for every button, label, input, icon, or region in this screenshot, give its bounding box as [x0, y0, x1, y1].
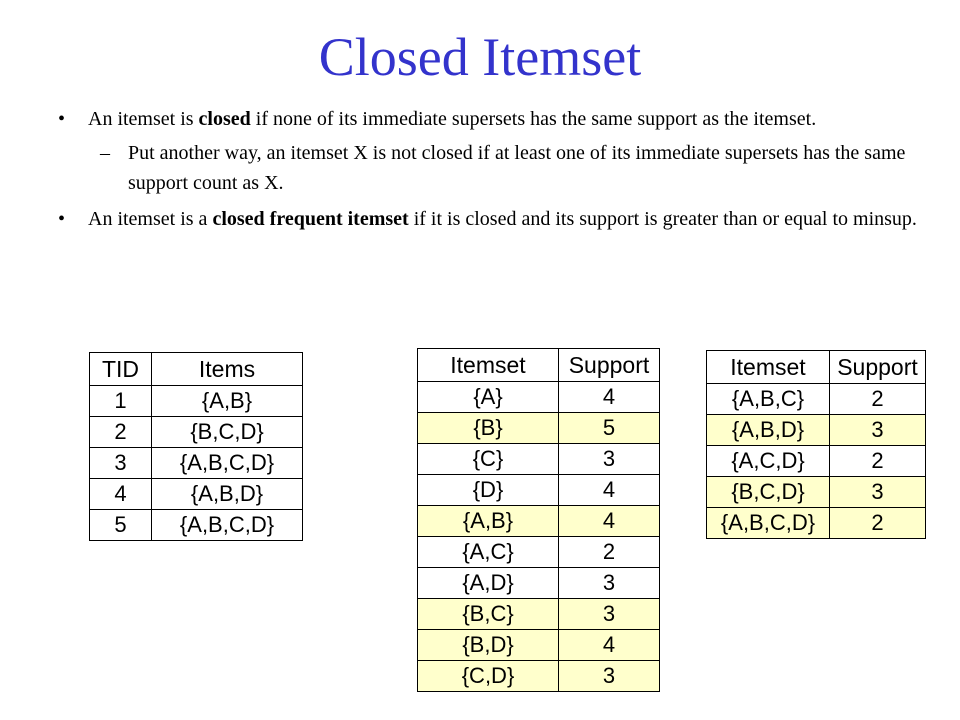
support-cell: 3 — [558, 443, 660, 475]
itemset-cell: {A,B,C,D} — [706, 507, 830, 539]
support-cell: 4 — [558, 381, 660, 413]
items-cell: {A,B,C,D} — [151, 509, 303, 541]
table-row: {B,C}3 — [417, 598, 660, 630]
bullet-closed-definition: •An itemset is closed if none of its imm… — [50, 104, 930, 134]
tid-cell: 2 — [89, 416, 152, 448]
itemset-cell: {A,B,C} — [706, 383, 830, 415]
table-row: {A,B}4 — [417, 505, 660, 537]
support-cell: 4 — [558, 629, 660, 661]
itemset-cell: {A,C,D} — [706, 445, 830, 477]
table-row: {A,D}3 — [417, 567, 660, 599]
support-cell: 3 — [829, 414, 926, 446]
table-row: {A,C}2 — [417, 536, 660, 568]
support-cell: 2 — [829, 445, 926, 477]
itemset-support-table-large: Itemset Support {A,B,C}2{A,B,D}3{A,C,D}2… — [706, 350, 926, 539]
bullet-icon: • — [58, 208, 66, 230]
table-row: {A,C,D}2 — [706, 445, 926, 477]
itemset-cell: {A,C} — [417, 536, 559, 568]
items-cell: {A,B,D} — [151, 478, 303, 510]
table-row: {A,B,D}3 — [706, 414, 926, 446]
sub-bullet-alternative: –Put another way, an itemset X is not cl… — [50, 138, 930, 198]
tid-cell: 5 — [89, 509, 152, 541]
slide-title: Closed Itemset — [318, 27, 642, 87]
support-cell: 2 — [558, 536, 660, 568]
table-row: {A,B,C,D}2 — [706, 507, 926, 539]
tid-cell: 1 — [89, 385, 152, 417]
support-cell: 3 — [829, 476, 926, 508]
itemset-cell: {A,D} — [417, 567, 559, 599]
table-row: 2{B,C,D} — [89, 416, 303, 448]
itemset-cell: {D} — [417, 474, 559, 506]
bullet-closed-frequent-definition: •An itemset is a closed frequent itemset… — [50, 204, 930, 234]
support-cell: 5 — [558, 412, 660, 444]
table-row: 3{A,B,C,D} — [89, 447, 303, 479]
column-header-support: Support — [829, 350, 926, 384]
itemset-cell: {B} — [417, 412, 559, 444]
table-row: {B,C,D}3 — [706, 476, 926, 508]
table-row: {C}3 — [417, 443, 660, 475]
dash-icon: – — [100, 142, 110, 164]
support-cell: 2 — [829, 383, 926, 415]
table-row: {A,B,C}2 — [706, 383, 926, 415]
itemset-cell: {C,D} — [417, 660, 559, 692]
support-cell: 3 — [558, 567, 660, 599]
table-row: {B}5 — [417, 412, 660, 444]
itemset-cell: {B,D} — [417, 629, 559, 661]
table-row: 5{A,B,C,D} — [89, 509, 303, 541]
table-row: {B,D}4 — [417, 629, 660, 661]
itemset-cell: {A} — [417, 381, 559, 413]
support-cell: 4 — [558, 505, 660, 537]
table-row: {C,D}3 — [417, 660, 660, 692]
tid-cell: 3 — [89, 447, 152, 479]
itemset-cell: {A,B,D} — [706, 414, 830, 446]
support-cell: 3 — [558, 660, 660, 692]
table-row: {D}4 — [417, 474, 660, 506]
support-cell: 3 — [558, 598, 660, 630]
column-header-itemset: Itemset — [417, 348, 559, 382]
table-row: 1{A,B} — [89, 385, 303, 417]
column-header-tid: TID — [89, 352, 152, 386]
items-cell: {A,B} — [151, 385, 303, 417]
bullet-icon: • — [58, 108, 66, 130]
itemset-cell: {C} — [417, 443, 559, 475]
itemset-cell: {B,C} — [417, 598, 559, 630]
tid-cell: 4 — [89, 478, 152, 510]
support-cell: 2 — [829, 507, 926, 539]
column-header-items: Items — [151, 352, 303, 386]
table-row: {A}4 — [417, 381, 660, 413]
column-header-itemset: Itemset — [706, 350, 830, 384]
itemset-cell: {A,B} — [417, 505, 559, 537]
items-cell: {A,B,C,D} — [151, 447, 303, 479]
support-cell: 4 — [558, 474, 660, 506]
transactions-table: TID Items 1{A,B} 2{B,C,D} 3{A,B,C,D} 4{A… — [89, 352, 303, 541]
itemset-support-table-small: Itemset Support {A}4{B}5{C}3{D}4{A,B}4{A… — [417, 348, 660, 692]
column-header-support: Support — [558, 348, 660, 382]
term-closed: closed — [198, 108, 251, 130]
bullet-list: •An itemset is closed if none of its imm… — [50, 104, 930, 234]
items-cell: {B,C,D} — [151, 416, 303, 448]
itemset-cell: {B,C,D} — [706, 476, 830, 508]
table-row: 4{A,B,D} — [89, 478, 303, 510]
term-closed-frequent-itemset: closed frequent itemset — [212, 208, 409, 230]
